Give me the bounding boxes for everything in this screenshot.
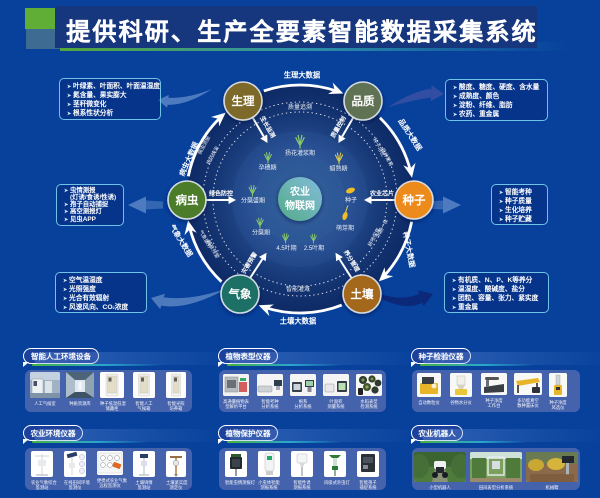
svg-text:4.5叶期: 4.5叶期 xyxy=(276,244,296,252)
svg-text:绿色防控: 绿色防控 xyxy=(209,190,233,198)
svg-text:气象: 气象 xyxy=(228,287,252,301)
svg-text:生理: 生理 xyxy=(232,94,255,108)
svg-text:病虫: 病虫 xyxy=(176,193,199,207)
svg-text:质量追溯: 质量追溯 xyxy=(288,103,312,111)
svg-text:农业芯片: 农业芯片 xyxy=(369,190,394,198)
svg-text:种子: 种子 xyxy=(402,193,426,207)
svg-text:2.5叶期: 2.5叶期 xyxy=(304,244,324,252)
svg-text:种子: 种子 xyxy=(345,196,357,204)
svg-text:蜡熟期: 蜡熟期 xyxy=(329,165,347,173)
svg-text:土壤大数据: 土壤大数据 xyxy=(280,317,317,326)
svg-text:物联网: 物联网 xyxy=(285,199,315,212)
svg-text:分蘖期: 分蘖期 xyxy=(252,229,270,237)
svg-text:智能灌溉: 智能灌溉 xyxy=(286,285,310,293)
svg-text:生理大数据: 生理大数据 xyxy=(284,71,321,80)
svg-text:品质: 品质 xyxy=(352,94,375,108)
svg-text:扬花灌浆期: 扬花灌浆期 xyxy=(285,149,315,157)
svg-text:分蘖盛期: 分蘖盛期 xyxy=(241,197,265,205)
svg-text:孕穗期: 孕穗期 xyxy=(258,164,276,172)
svg-text:萌芽期: 萌芽期 xyxy=(336,224,354,232)
svg-text:农业: 农业 xyxy=(289,185,310,198)
svg-text:土壤: 土壤 xyxy=(351,287,374,301)
